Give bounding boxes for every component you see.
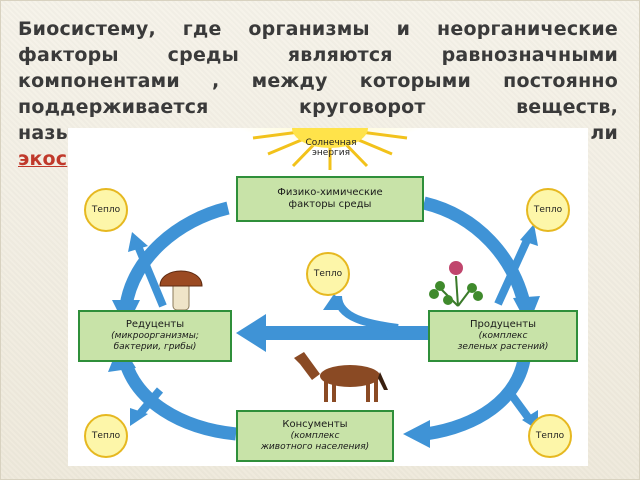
cycle-arrow-bottom-left <box>119 361 237 441</box>
box-title: Консументы <box>282 419 348 430</box>
box-title: Физико-химические <box>277 187 383 198</box>
title-line: поддерживается круговорот веществ, <box>18 96 618 118</box>
diagram-arrows <box>108 128 540 448</box>
title-fragment: ли <box>590 122 618 144</box>
title-line: Биосистему, где организмы и неорганическ… <box>18 18 618 40</box>
title-line: назы ли <box>18 120 618 146</box>
clover-icon <box>429 261 483 307</box>
box-title: Редуценты <box>125 319 185 330</box>
title-line: компонентами , между которыми постоянно <box>18 70 618 92</box>
heat-circle: Тепло <box>306 252 350 296</box>
consumers-box: Консументы (комплекс животного населения… <box>236 410 394 462</box>
horse-icon <box>294 352 388 402</box>
box-subtitle: (комплекс <box>478 331 528 341</box>
heat-circle: Тепло <box>526 188 570 232</box>
mushroom-icon <box>159 270 203 311</box>
sun-label: Солнечная энергия <box>286 138 376 158</box>
reducers-box: Редуценты (микроорганизмы; бактерии, гри… <box>78 310 232 362</box>
cycle-arrow-top-right <box>422 196 531 305</box>
sun-label-line: Солнечная <box>305 138 357 148</box>
title-line: экос <box>18 146 618 172</box>
cycle-arrow-top-left <box>119 201 230 308</box>
title-fragment: назы <box>18 122 73 144</box>
heat-circle: Тепло <box>528 414 572 458</box>
slide-title: Биосистему, где организмы и неорганическ… <box>18 16 618 172</box>
sun-label-line: энергия <box>311 148 351 158</box>
box-title: факторы среды <box>288 199 372 210</box>
producers-box: Продуценты (комплекс зеленых растений) <box>428 310 578 362</box>
box-subtitle: (микроорганизмы; <box>111 331 199 341</box>
box-title: Продуценты <box>469 319 537 330</box>
box-subtitle: (комплекс <box>290 431 340 441</box>
box-subtitle: зеленых растений) <box>457 342 549 352</box>
cycle-arrow-bottom-right <box>424 358 531 441</box>
physico-chemical-factors-box: Физико-химические факторы среды <box>236 176 424 222</box>
sun-icon <box>235 128 425 176</box>
heat-circle: Тепло <box>84 188 128 232</box>
box-subtitle: животного населения) <box>260 442 370 452</box>
heat-circle: Тепло <box>84 414 128 458</box>
title-line: факторы среды являются равнозначными <box>18 44 618 66</box>
box-subtitle: бактерии, грибы) <box>113 342 197 352</box>
ecosystem-diagram: Солнечная энергия Физико-химические факт… <box>68 128 588 466</box>
ecosystem-term: экос <box>18 148 68 170</box>
